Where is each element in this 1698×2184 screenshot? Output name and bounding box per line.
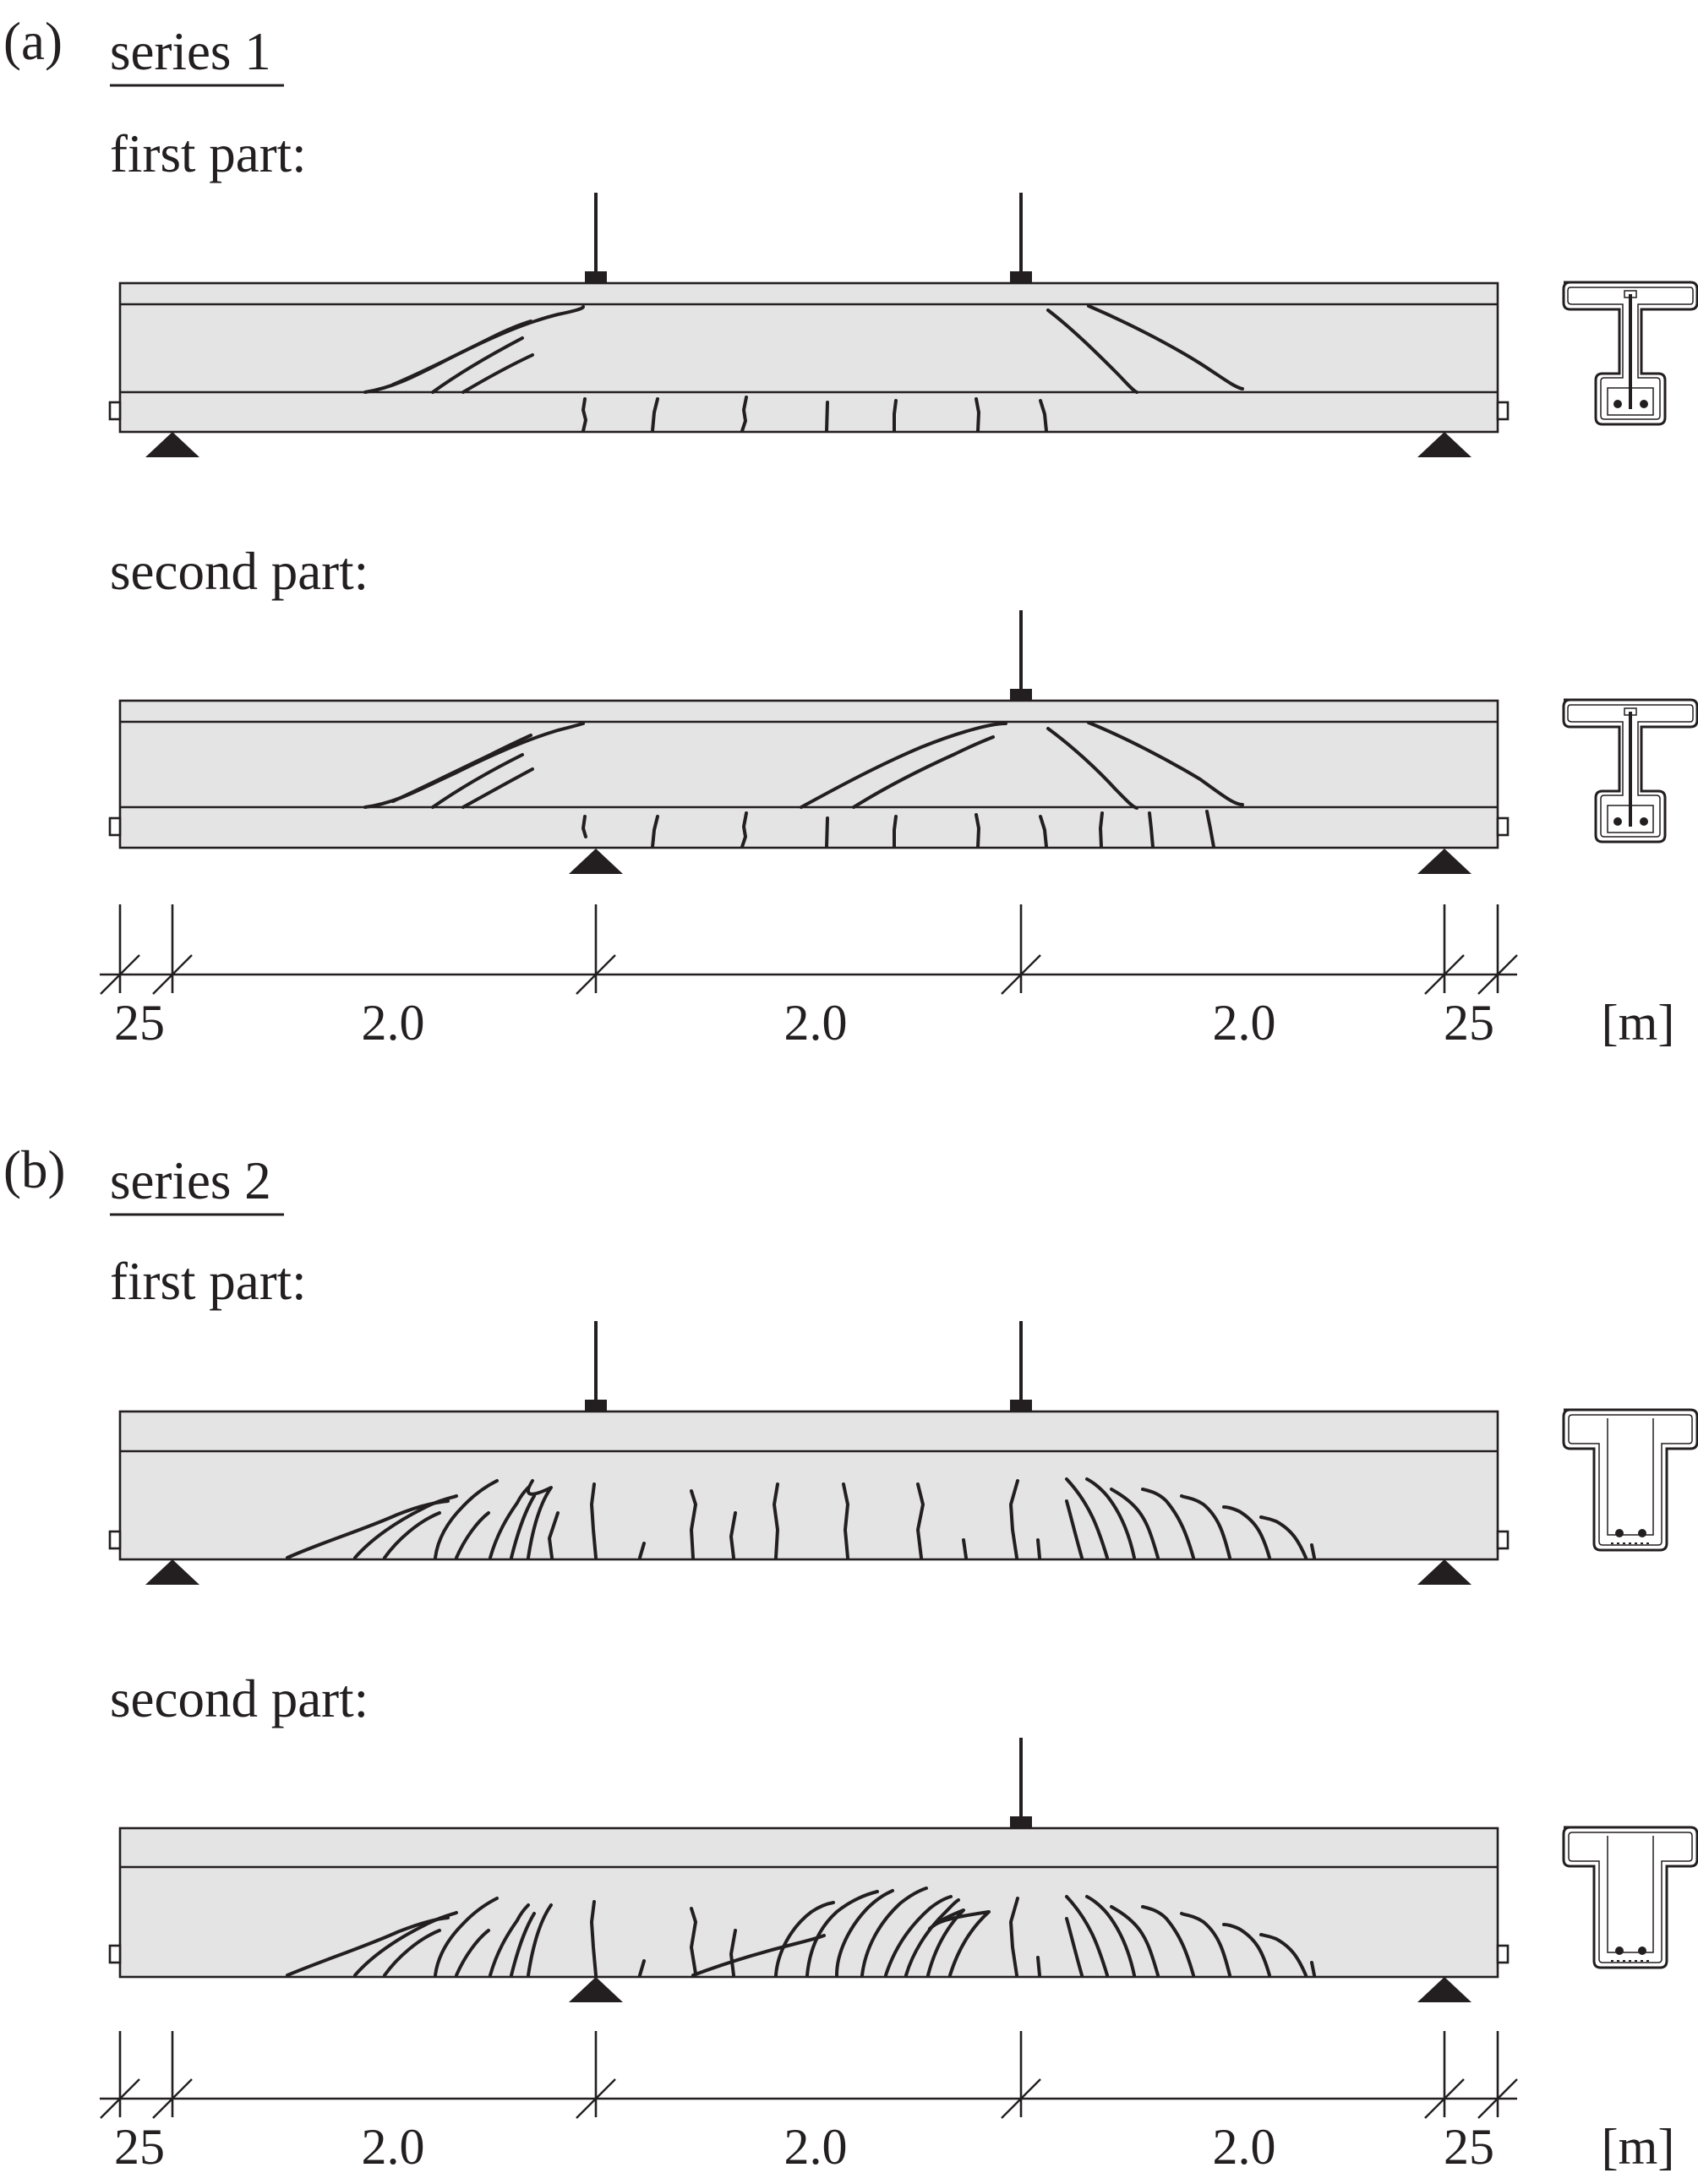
load-point-right: [1008, 1319, 1034, 1413]
unit-label: [m]: [1602, 2119, 1675, 2175]
end-plate-left: [108, 401, 122, 421]
support-right: [1417, 432, 1471, 457]
beam: [118, 1410, 1499, 1561]
end-plate-right: [1496, 401, 1510, 421]
support-inner: [569, 849, 623, 874]
end-plate-right: [1496, 1530, 1510, 1550]
dim-label-span-1: 2.0: [362, 2119, 425, 2175]
panel-a: (a) series 1 first part:: [3, 12, 1698, 1051]
dimension-line-a: 25 2.0 2.0 2.0 25 [m]: [99, 904, 1675, 1051]
crack-pattern: [286, 1477, 1316, 1559]
panel-a-label: (a): [3, 12, 63, 71]
series-1-title: series 1: [110, 22, 271, 81]
series-2-second-part: second part:: [108, 1669, 1698, 2002]
dimension-line-b: 25 2.0 2.0 2.0 25 [m]: [99, 2031, 1675, 2175]
end-plate-right: [1496, 1944, 1510, 1964]
dim-label-span-1: 2.0: [362, 995, 425, 1051]
support-right: [1417, 1977, 1471, 2002]
end-plate-left: [108, 1530, 122, 1550]
end-plate-right: [1496, 816, 1510, 837]
load-point-right: [1008, 191, 1034, 285]
dim-label-left-overhang: 25: [114, 2119, 165, 2175]
series-1-second-part-label: second part:: [110, 542, 369, 601]
unit-label: [m]: [1602, 995, 1675, 1051]
dim-label-right-overhang: 25: [1444, 2119, 1494, 2175]
dim-label-span-2: 2.0: [784, 2119, 848, 2175]
beam: [118, 281, 1499, 434]
support-right: [1417, 1559, 1471, 1585]
support-right: [1417, 849, 1471, 874]
support-inner: [569, 1977, 623, 2002]
crack-pattern: [286, 1886, 1316, 1977]
load-point-center: [1008, 1736, 1034, 1830]
series-1-second-part: second part:: [108, 542, 1698, 874]
load-point-left: [583, 1319, 609, 1413]
support-left: [145, 1559, 199, 1585]
beam: [118, 699, 1499, 849]
dim-label-left-overhang: 25: [114, 995, 165, 1051]
end-plate-left: [108, 816, 122, 837]
dim-label-span-3: 2.0: [1213, 995, 1276, 1051]
series-2-first-part-label: first part:: [110, 1252, 307, 1311]
panel-b-label: (b): [3, 1140, 65, 1199]
load-point-left: [583, 191, 609, 285]
load-point-center: [1008, 609, 1034, 702]
series-2-first-part: first part:: [108, 1252, 1698, 1585]
cross-section-icon: [1562, 281, 1698, 426]
dim-label-span-3: 2.0: [1213, 2119, 1276, 2175]
beam: [118, 1826, 1499, 1979]
panel-b: (b) series 2 first part:: [3, 1140, 1698, 2175]
cross-section-icon: [1562, 1826, 1698, 1969]
support-left: [145, 432, 199, 457]
dim-label-span-2: 2.0: [784, 995, 848, 1051]
dim-label-right-overhang: 25: [1444, 995, 1494, 1051]
cross-section-icon: [1562, 698, 1698, 844]
end-plate-left: [108, 1944, 122, 1964]
series-1-first-part: first part:: [108, 124, 1698, 457]
series-2-title: series 2: [110, 1151, 271, 1210]
crack-pattern: [363, 721, 1244, 849]
series-2-second-part-label: second part:: [110, 1669, 369, 1728]
cross-section-icon: [1562, 1408, 1698, 1552]
crack-pattern: [363, 304, 1244, 433]
series-1-first-part-label: first part:: [110, 124, 307, 183]
